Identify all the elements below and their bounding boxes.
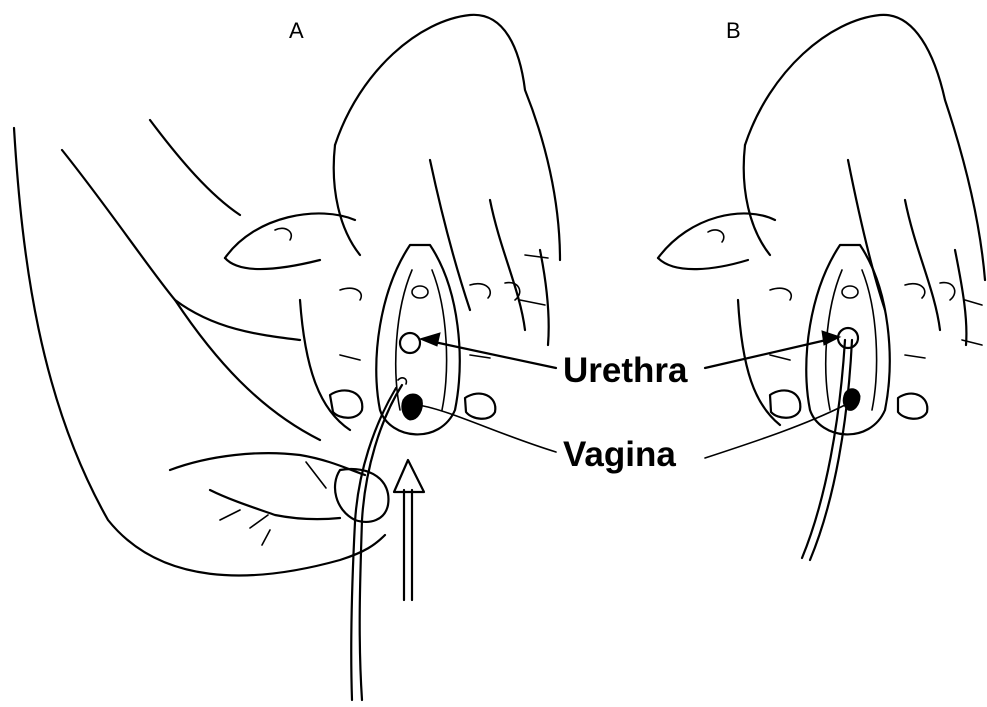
panel-b-letter: B [726,18,741,43]
urethra-label: Urethra [563,351,688,390]
panel-a-letter: A [289,18,304,43]
panel-a-direction-arrow [394,460,424,600]
panel-a: A [14,15,560,700]
panel-b: B [658,15,985,560]
urethra-callout: Urethra [420,331,840,390]
panel-b-catheter [802,340,852,560]
vagina-label: Vagina [563,435,676,474]
panel-a-left-hand [14,120,388,575]
panel-a-vulva [376,245,459,434]
vagina-callout: Vagina [418,405,845,474]
panel-b-vulva [806,245,889,434]
panel-b-upper-hand [658,15,985,425]
panel-a-upper-hand [225,15,560,430]
